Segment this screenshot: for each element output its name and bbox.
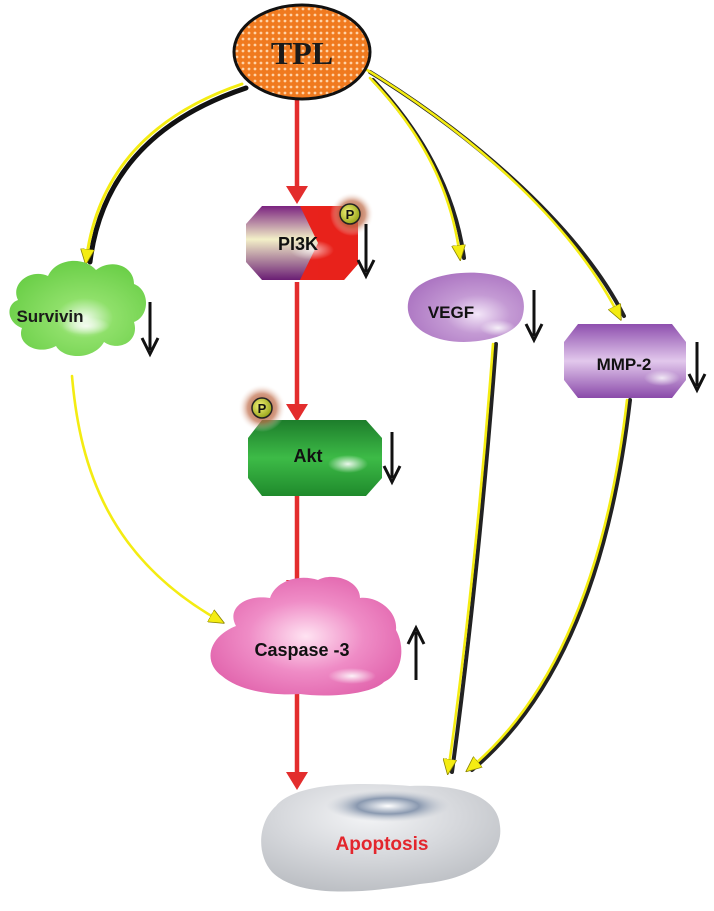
arrow-tpl-to-vegf — [368, 76, 460, 258]
yellow-arrows — [70, 68, 632, 774]
arrow-tpl-to-mmp2 — [365, 68, 620, 318]
arrow-vegf-to-apoptosis — [448, 342, 495, 772]
node-akt: P Akt — [238, 384, 382, 496]
arrow-vegf-to-apoptosis-shadow — [450, 342, 498, 774]
node-tpl: TPL — [232, 3, 372, 101]
node-caspase3: Caspase -3 — [210, 576, 402, 696]
node-survivin: Survivin — [9, 260, 147, 357]
arrow-tpl-to-survivin — [86, 82, 244, 262]
node-pi3k: P PI3K — [246, 192, 374, 280]
node-tpl-label: TPL — [271, 35, 333, 71]
arrow-survivin-to-caspase3 — [70, 374, 222, 622]
arrow-caspase3-to-apoptosis-head — [286, 772, 308, 790]
regulation-vegf-down-arrow — [524, 290, 544, 344]
arrow-mmp2-to-apoptosis-shadow — [470, 398, 632, 772]
node-mmp2: MMP-2 — [564, 324, 686, 398]
regulation-survivin-down-arrow — [140, 302, 160, 358]
phospho-akt: P — [258, 401, 267, 416]
arrow-tpl-to-pi3k-head — [286, 186, 308, 204]
regulation-pi3k-down-arrow — [356, 224, 376, 280]
node-vegf-label: VEGF — [428, 303, 474, 322]
arrow-tpl-to-survivin-shadow — [87, 85, 249, 265]
phospho-pi3k: P — [346, 207, 355, 222]
regulation-caspase3-up-arrow — [406, 624, 426, 680]
node-akt-label: Akt — [293, 446, 322, 466]
node-pi3k-label: PI3K — [278, 234, 318, 254]
arrow-mmp2-to-apoptosis — [468, 398, 629, 770]
node-caspase3-label: Caspase -3 — [254, 640, 349, 660]
arrow-pi3k-to-akt-head — [286, 404, 308, 422]
arrow-tpl-to-vegf-shadow — [371, 78, 466, 260]
node-apoptosis-label: Apoptosis — [336, 834, 429, 855]
node-survivin-label: Survivin — [16, 307, 83, 326]
node-vegf: VEGF — [407, 272, 524, 342]
regulation-akt-down-arrow — [382, 432, 402, 486]
node-apoptosis: Apoptosis — [261, 784, 501, 892]
regulation-mmp2-down-arrow — [687, 342, 707, 394]
node-mmp2-label: MMP-2 — [597, 355, 652, 374]
